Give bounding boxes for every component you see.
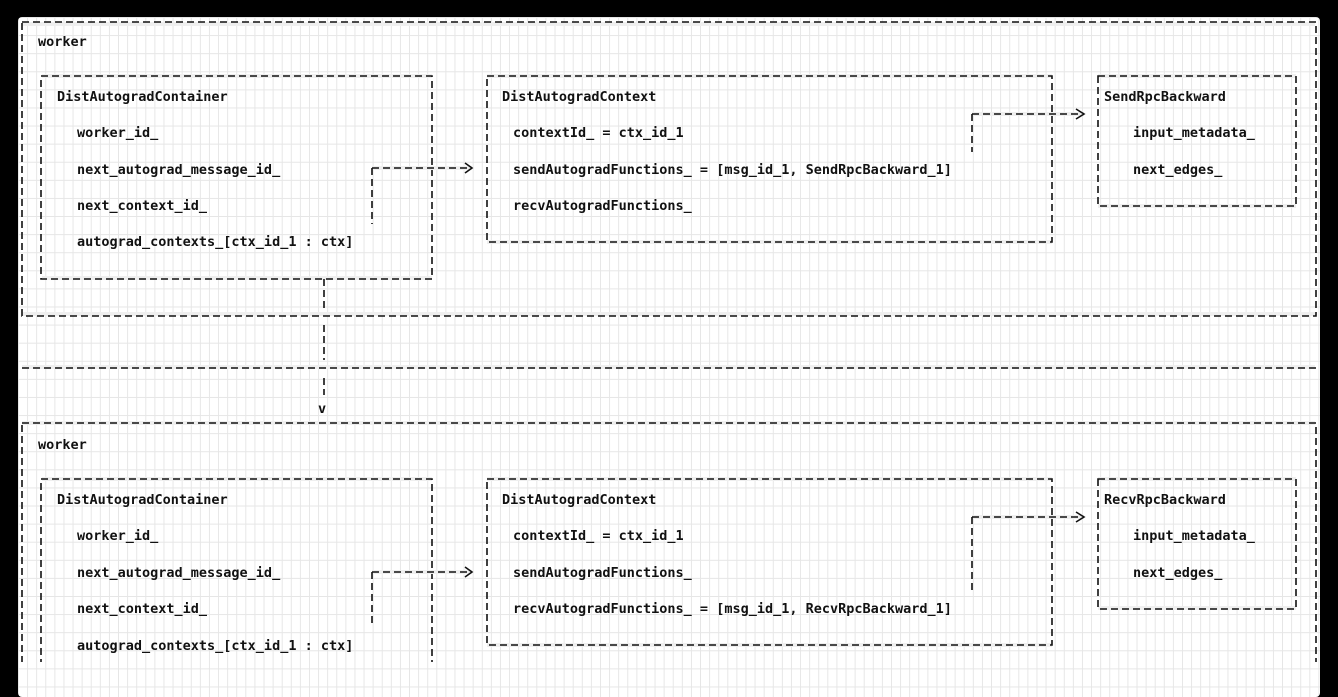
field-context-id: contextId_ = ctx_id_1: [513, 528, 684, 544]
field-next-context-id: next_context_id_: [77, 198, 208, 214]
context-2-title: DistAutogradContext: [502, 492, 656, 508]
context-1-title: DistAutogradContext: [502, 89, 656, 105]
field-autograd-contexts: autograd_contexts_[ctx_id_1 : ctx]: [77, 234, 353, 250]
worker-connector: v: [22, 279, 1316, 417]
field-autograd-contexts: autograd_contexts_[ctx_id_1 : ctx]: [77, 638, 353, 654]
field-recv-autograd-functions: recvAutogradFunctions_: [513, 198, 693, 214]
field-worker-id: worker_id_: [77, 125, 159, 141]
context-1-frame: [486, 75, 1053, 243]
context-to-function-arrow-1: [971, 108, 1086, 152]
field-next-edges: next_edges_: [1133, 162, 1223, 178]
container-to-context-arrow-2: [371, 566, 474, 627]
container-1-title: DistAutogradContainer: [57, 89, 228, 105]
field-input-metadata: input_metadata_: [1133, 528, 1256, 544]
field-next-context-id: next_context_id_: [77, 601, 208, 617]
function-2-frame: [1097, 478, 1297, 610]
field-next-autograd-message-id: next_autograd_message_id_: [77, 565, 281, 581]
field-worker-id: worker_id_: [77, 528, 159, 544]
send-rpc-backward-1: SendRpcBackward input_metadata_ next_edg…: [1097, 74, 1297, 208]
dist-autograd-context-1: DistAutogradContext contextId_ = ctx_id_…: [486, 74, 1053, 244]
container-to-context-arrow-1: [371, 162, 474, 224]
autograd-diagram: worker DistAutogradContainer worker_id_ …: [21, 21, 1317, 662]
function-1-frame: [1097, 75, 1297, 207]
field-send-autograd-functions: sendAutogradFunctions_ = [msg_id_1, Send…: [513, 162, 952, 178]
worker-1-frame: [21, 21, 1317, 317]
function-1-title: SendRpcBackward: [1104, 89, 1226, 105]
field-next-autograd-message-id: next_autograd_message_id_: [77, 162, 281, 178]
function-2-title: RecvRpcBackward: [1104, 492, 1226, 508]
worker-2-title: worker: [38, 437, 87, 453]
worker-1: worker DistAutogradContainer worker_id_ …: [21, 21, 1317, 317]
worker-2: worker DistAutogradContainer worker_id_ …: [21, 421, 1317, 662]
diagram-canvas: [18, 17, 1320, 697]
context-2-frame: [486, 478, 1053, 646]
worker-2-frame: [21, 422, 1317, 662]
dist-autograd-context-2: DistAutogradContext contextId_ = ctx_id_…: [486, 477, 1053, 647]
connector-arrow-head: v: [318, 401, 326, 417]
field-input-metadata: input_metadata_: [1133, 125, 1256, 141]
field-recv-autograd-functions: recvAutogradFunctions_ = [msg_id_1, Recv…: [513, 601, 952, 617]
recv-rpc-backward-2: RecvRpcBackward input_metadata_ next_edg…: [1097, 477, 1297, 610]
worker-1-title: worker: [38, 34, 87, 50]
context-to-function-arrow-2: [971, 511, 1086, 592]
container-2-title: DistAutogradContainer: [57, 492, 228, 508]
field-send-autograd-functions: sendAutogradFunctions_: [513, 565, 693, 581]
dist-autograd-container-1: DistAutogradContainer worker_id_ next_au…: [40, 74, 433, 280]
field-next-edges: next_edges_: [1133, 565, 1223, 581]
field-context-id: contextId_ = ctx_id_1: [513, 125, 684, 141]
dist-autograd-container-2: DistAutogradContainer worker_id_ next_au…: [40, 477, 433, 662]
